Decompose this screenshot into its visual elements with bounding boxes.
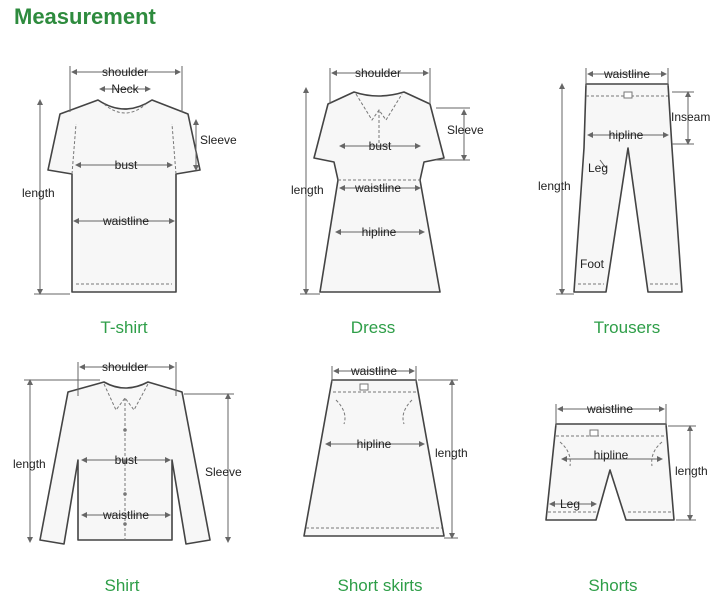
tshirt-neck-label: Neck — [111, 82, 139, 96]
tshirt-length-label: length — [22, 186, 55, 200]
trousers-leg-label: Leg — [588, 161, 608, 175]
trousers-inseam-label: Inseam — [671, 110, 710, 124]
dress-shoulder-label: shoulder — [355, 66, 401, 80]
shortskirt-waistline-label: waistline — [350, 364, 397, 378]
trousers-waistline-label: waistline — [603, 67, 650, 81]
shorts-figure — [545, 404, 696, 521]
dress-length-label: length — [291, 183, 324, 197]
shirt-sleeve-label: Sleeve — [205, 465, 242, 479]
dress-caption: Dress — [350, 318, 396, 337]
dress-figure — [300, 68, 470, 295]
shorts-waistline-label: waistline — [586, 402, 633, 416]
shorts-caption: Shorts — [588, 576, 638, 595]
tshirt-waistline-label: waistline — [102, 214, 149, 228]
trousers-figure — [556, 68, 694, 295]
trousers-foot-label: Foot — [580, 257, 605, 271]
shirt-waistline-label: waistline — [102, 508, 149, 522]
shorts-leg-label: Leg — [560, 497, 580, 511]
shortskirt-length-label: length — [435, 446, 468, 460]
tshirt-bust-label: bust — [115, 158, 138, 172]
shirt-length-label: length — [13, 457, 46, 471]
tshirt-caption: T-shirt — [100, 318, 148, 337]
trousers-hipline-label: hipline — [609, 128, 644, 142]
dress-sleeve-label: Sleeve — [447, 123, 484, 137]
dress-bust-label: bust — [369, 139, 392, 153]
shirt-bust-label: bust — [115, 453, 138, 467]
dress-waistline-label: waistline — [354, 181, 401, 195]
shortskirt-caption: Short skirts — [337, 576, 423, 595]
trousers-length-label: length — [538, 179, 571, 193]
tshirt-sleeve-label: Sleeve — [200, 133, 237, 147]
shortskirt-hipline-label: hipline — [357, 437, 392, 451]
shortskirt-figure — [303, 366, 458, 539]
tshirt-figure — [34, 66, 201, 295]
tshirt-shoulder-label: shoulder — [102, 65, 148, 79]
shorts-hipline-label: hipline — [594, 448, 629, 462]
dress-hipline-label: hipline — [362, 225, 397, 239]
shirt-figure — [24, 362, 234, 545]
trousers-caption: Trousers — [593, 318, 661, 337]
shirt-shoulder-label: shoulder — [102, 360, 148, 374]
page-title: Measurement — [14, 4, 156, 29]
shorts-length-label: length — [675, 464, 708, 478]
shirt-caption: Shirt — [104, 576, 140, 595]
